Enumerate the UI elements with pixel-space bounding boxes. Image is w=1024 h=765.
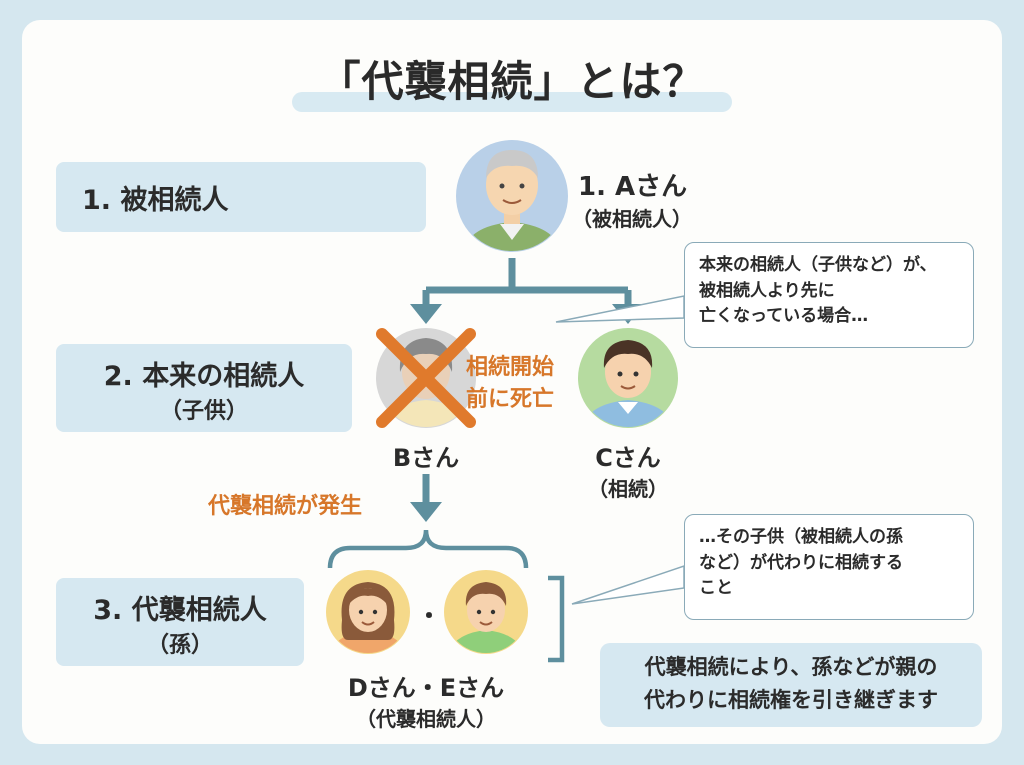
- person-b-label: Bさん: [392, 444, 460, 472]
- avatar-d-icon: [326, 570, 410, 654]
- title-highlight: [292, 92, 732, 112]
- level-1-label: 1. 被相続人: [82, 185, 229, 216]
- grandchildren-brace: [327, 529, 529, 569]
- bubble-bottom-line2: など）が代わりに相続する: [699, 552, 903, 573]
- bubble-top-line1: 本来の相続人（子供など）が、: [699, 255, 937, 275]
- bubble-top-line2: 被相続人より先に: [699, 280, 835, 301]
- person-c-label: Cさん: [595, 444, 661, 472]
- bubble-bottom: …その子供（被相続人の孫 など）が代わりに相続する こと: [684, 514, 974, 620]
- summary-line1: 代襲相続により、孫などが親の: [644, 655, 938, 679]
- avatar-c-icon: [578, 328, 678, 428]
- title-container: 「代襲相続」とは？: [0, 48, 1024, 109]
- deceased-cross-icon: [376, 328, 476, 428]
- level-3-sublabel: （孫）: [146, 633, 213, 658]
- person-de-label: Dさん・Eさん: [347, 674, 505, 702]
- person-b-name: Bさん: [386, 438, 466, 473]
- level-2-sublabel: （子供）: [159, 399, 248, 424]
- grandchildren-separator: ・: [417, 602, 441, 630]
- arrow-to-b-icon: [410, 304, 442, 324]
- arrow-down-icon: [410, 502, 442, 522]
- bubble-bottom-line3: こと: [699, 578, 733, 598]
- occurs-note: 代襲相続が発生: [208, 494, 363, 519]
- person-de-name: Dさん・Eさん （代襲相続人）: [326, 668, 526, 732]
- level-2-label-box: 2. 本来の相続人 （子供）: [56, 344, 352, 432]
- person-a-label: 1. Aさん: [578, 172, 688, 202]
- summary-line2: 代わりに相続権を引き継ぎます: [644, 687, 938, 712]
- level-3-label-box: 3. 代襲相続人 （孫）: [56, 578, 304, 666]
- bubble-top-line3: 亡くなっている場合…: [699, 306, 869, 326]
- death-note-line2: 前に死亡: [466, 386, 555, 412]
- level-3-label: 3. 代襲相続人: [93, 595, 267, 626]
- summary-box: 代襲相続により、孫などが親の 代わりに相続権を引き継ぎます: [600, 643, 982, 727]
- bubble-top: 本来の相続人（子供など）が、 被相続人より先に 亡くなっている場合…: [684, 242, 974, 348]
- death-note-line1: 相続開始: [466, 355, 555, 380]
- bubble-bottom-tail: [571, 564, 685, 605]
- person-a-name: 1. Aさん （被相続人）: [572, 166, 718, 232]
- bubble-bottom-line1: …その子供（被相続人の孫: [699, 527, 903, 547]
- right-bracket: [548, 575, 565, 663]
- level-1-label-box: 1. 被相続人: [56, 162, 426, 232]
- person-c-role: （相続）: [588, 477, 668, 501]
- avatar-e-icon: [444, 570, 528, 654]
- avatar-a-icon: [456, 140, 568, 252]
- page-title: 「代襲相続」とは？: [318, 57, 706, 106]
- level-2-label: 2. 本来の相続人: [103, 361, 305, 392]
- person-c-name: Cさん （相続）: [578, 438, 678, 502]
- person-de-role: （代襲相続人）: [356, 707, 496, 731]
- death-note: 相続開始 前に死亡: [466, 352, 554, 416]
- bubble-top-tail: [555, 295, 685, 323]
- tree-connectors: [422, 258, 632, 504]
- person-a-role: （被相続人）: [572, 207, 692, 231]
